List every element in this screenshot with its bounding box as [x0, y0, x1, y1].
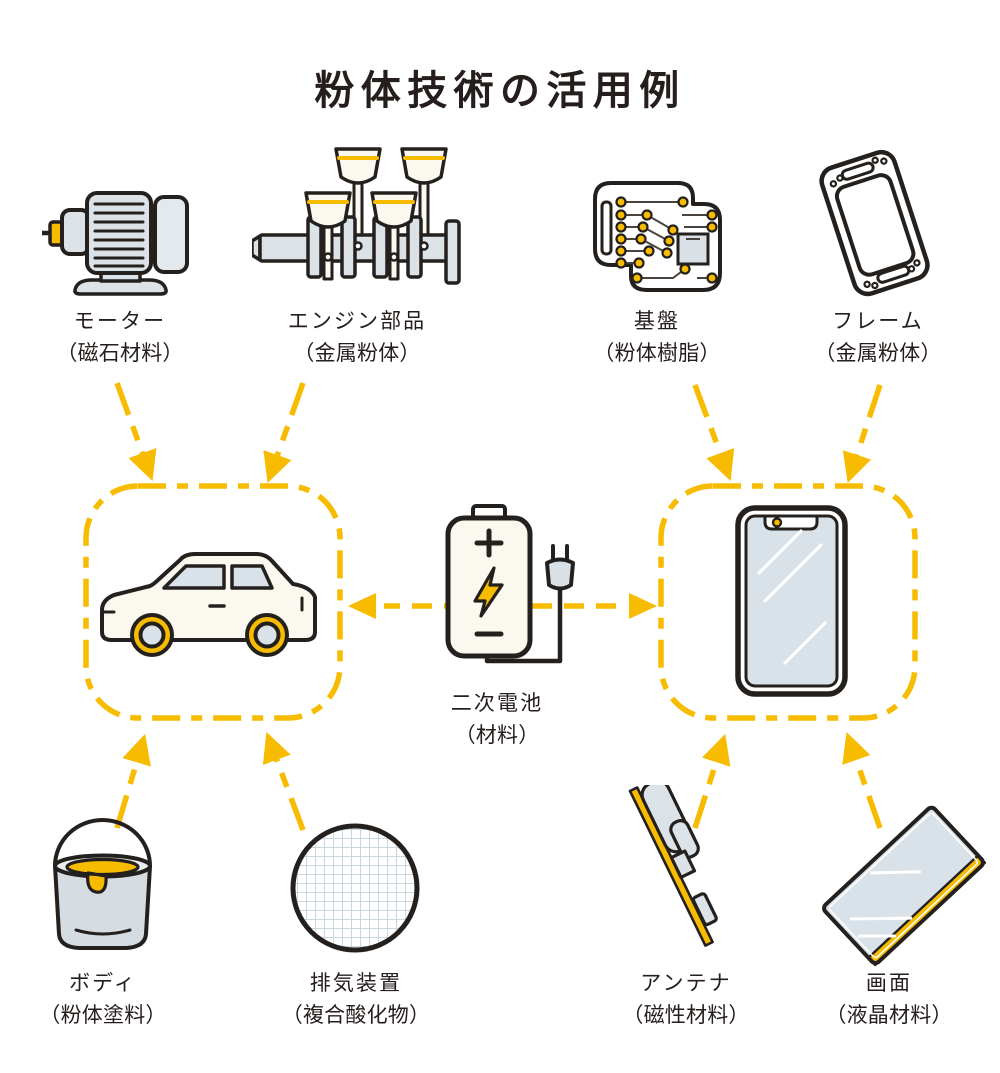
- paint-bucket-icon: [53, 818, 152, 950]
- car-zone-border: [83, 483, 343, 721]
- item-name: フレーム: [832, 310, 924, 333]
- label-engine-parts: エンジン部品 （金属粉体）: [237, 306, 477, 370]
- label-screen: 画面 （液晶材料）: [769, 968, 1000, 1032]
- arrow-motor-to-car: [114, 382, 157, 481]
- antenna-icon: [628, 785, 718, 947]
- arrowhead-left: [348, 593, 376, 619]
- arrow-frame-to-phone: [842, 384, 883, 484]
- engine-parts-icon: [252, 147, 461, 285]
- label-body-paint: ボディ （粉体塗料）: [0, 968, 223, 1032]
- label-motor: モーター （磁石材料）: [0, 306, 240, 370]
- item-name: 基盤: [633, 310, 681, 333]
- arrowhead-right: [629, 593, 657, 619]
- item-material: （材料）: [454, 724, 540, 747]
- arrow-board-to-phone: [692, 384, 735, 481]
- arrow-screen-to-phone: [842, 731, 883, 829]
- battery-icon: [445, 504, 575, 664]
- item-name: エンジン部品: [287, 310, 427, 333]
- page-title: 粉体技術の活用例: [314, 69, 686, 113]
- item-material: （磁性材料）: [622, 1004, 750, 1027]
- label-antenna: アンテナ （磁性材料）: [566, 968, 806, 1032]
- item-material: （磁石材料）: [56, 342, 184, 365]
- item-name: ボディ: [69, 972, 137, 995]
- arrow-paint-to-car: [114, 733, 151, 829]
- item-name: モーター: [73, 310, 167, 333]
- label-exhaust: 排気装置 （複合酸化物）: [236, 968, 476, 1032]
- exhaust-mesh-icon: [290, 823, 420, 953]
- arrow-antenna-to-phone: [692, 733, 731, 829]
- motor-icon: [42, 191, 189, 296]
- lcd-screen-icon: [822, 805, 987, 967]
- item-name: アンテナ: [640, 972, 732, 995]
- item-material: （液晶材料）: [825, 1004, 953, 1027]
- item-name: 二次電池: [450, 692, 544, 715]
- car-icon: [100, 552, 317, 657]
- item-material: （金属粉体）: [293, 342, 421, 365]
- arrow-exhaust-to-car: [262, 732, 306, 831]
- label-frame: フレーム （金属粉体）: [758, 306, 998, 370]
- label-circuit-board: 基盤 （粉体樹脂）: [537, 306, 777, 370]
- item-name: 画面: [865, 972, 913, 995]
- item-material: （複合酸化物）: [281, 1004, 431, 1027]
- item-material: （金属粉体）: [814, 342, 942, 365]
- item-name: 排気装置: [309, 972, 403, 995]
- item-material: （粉体樹脂）: [593, 342, 721, 365]
- smartphone-icon: [735, 505, 848, 697]
- arrow-engine-to-car: [263, 382, 306, 483]
- frame-icon: [819, 149, 930, 297]
- circuit-board-icon: [593, 181, 722, 292]
- phone-zone-border: [658, 483, 918, 721]
- label-battery: 二次電池 （材料）: [377, 688, 617, 752]
- item-material: （粉体塗料）: [39, 1004, 167, 1027]
